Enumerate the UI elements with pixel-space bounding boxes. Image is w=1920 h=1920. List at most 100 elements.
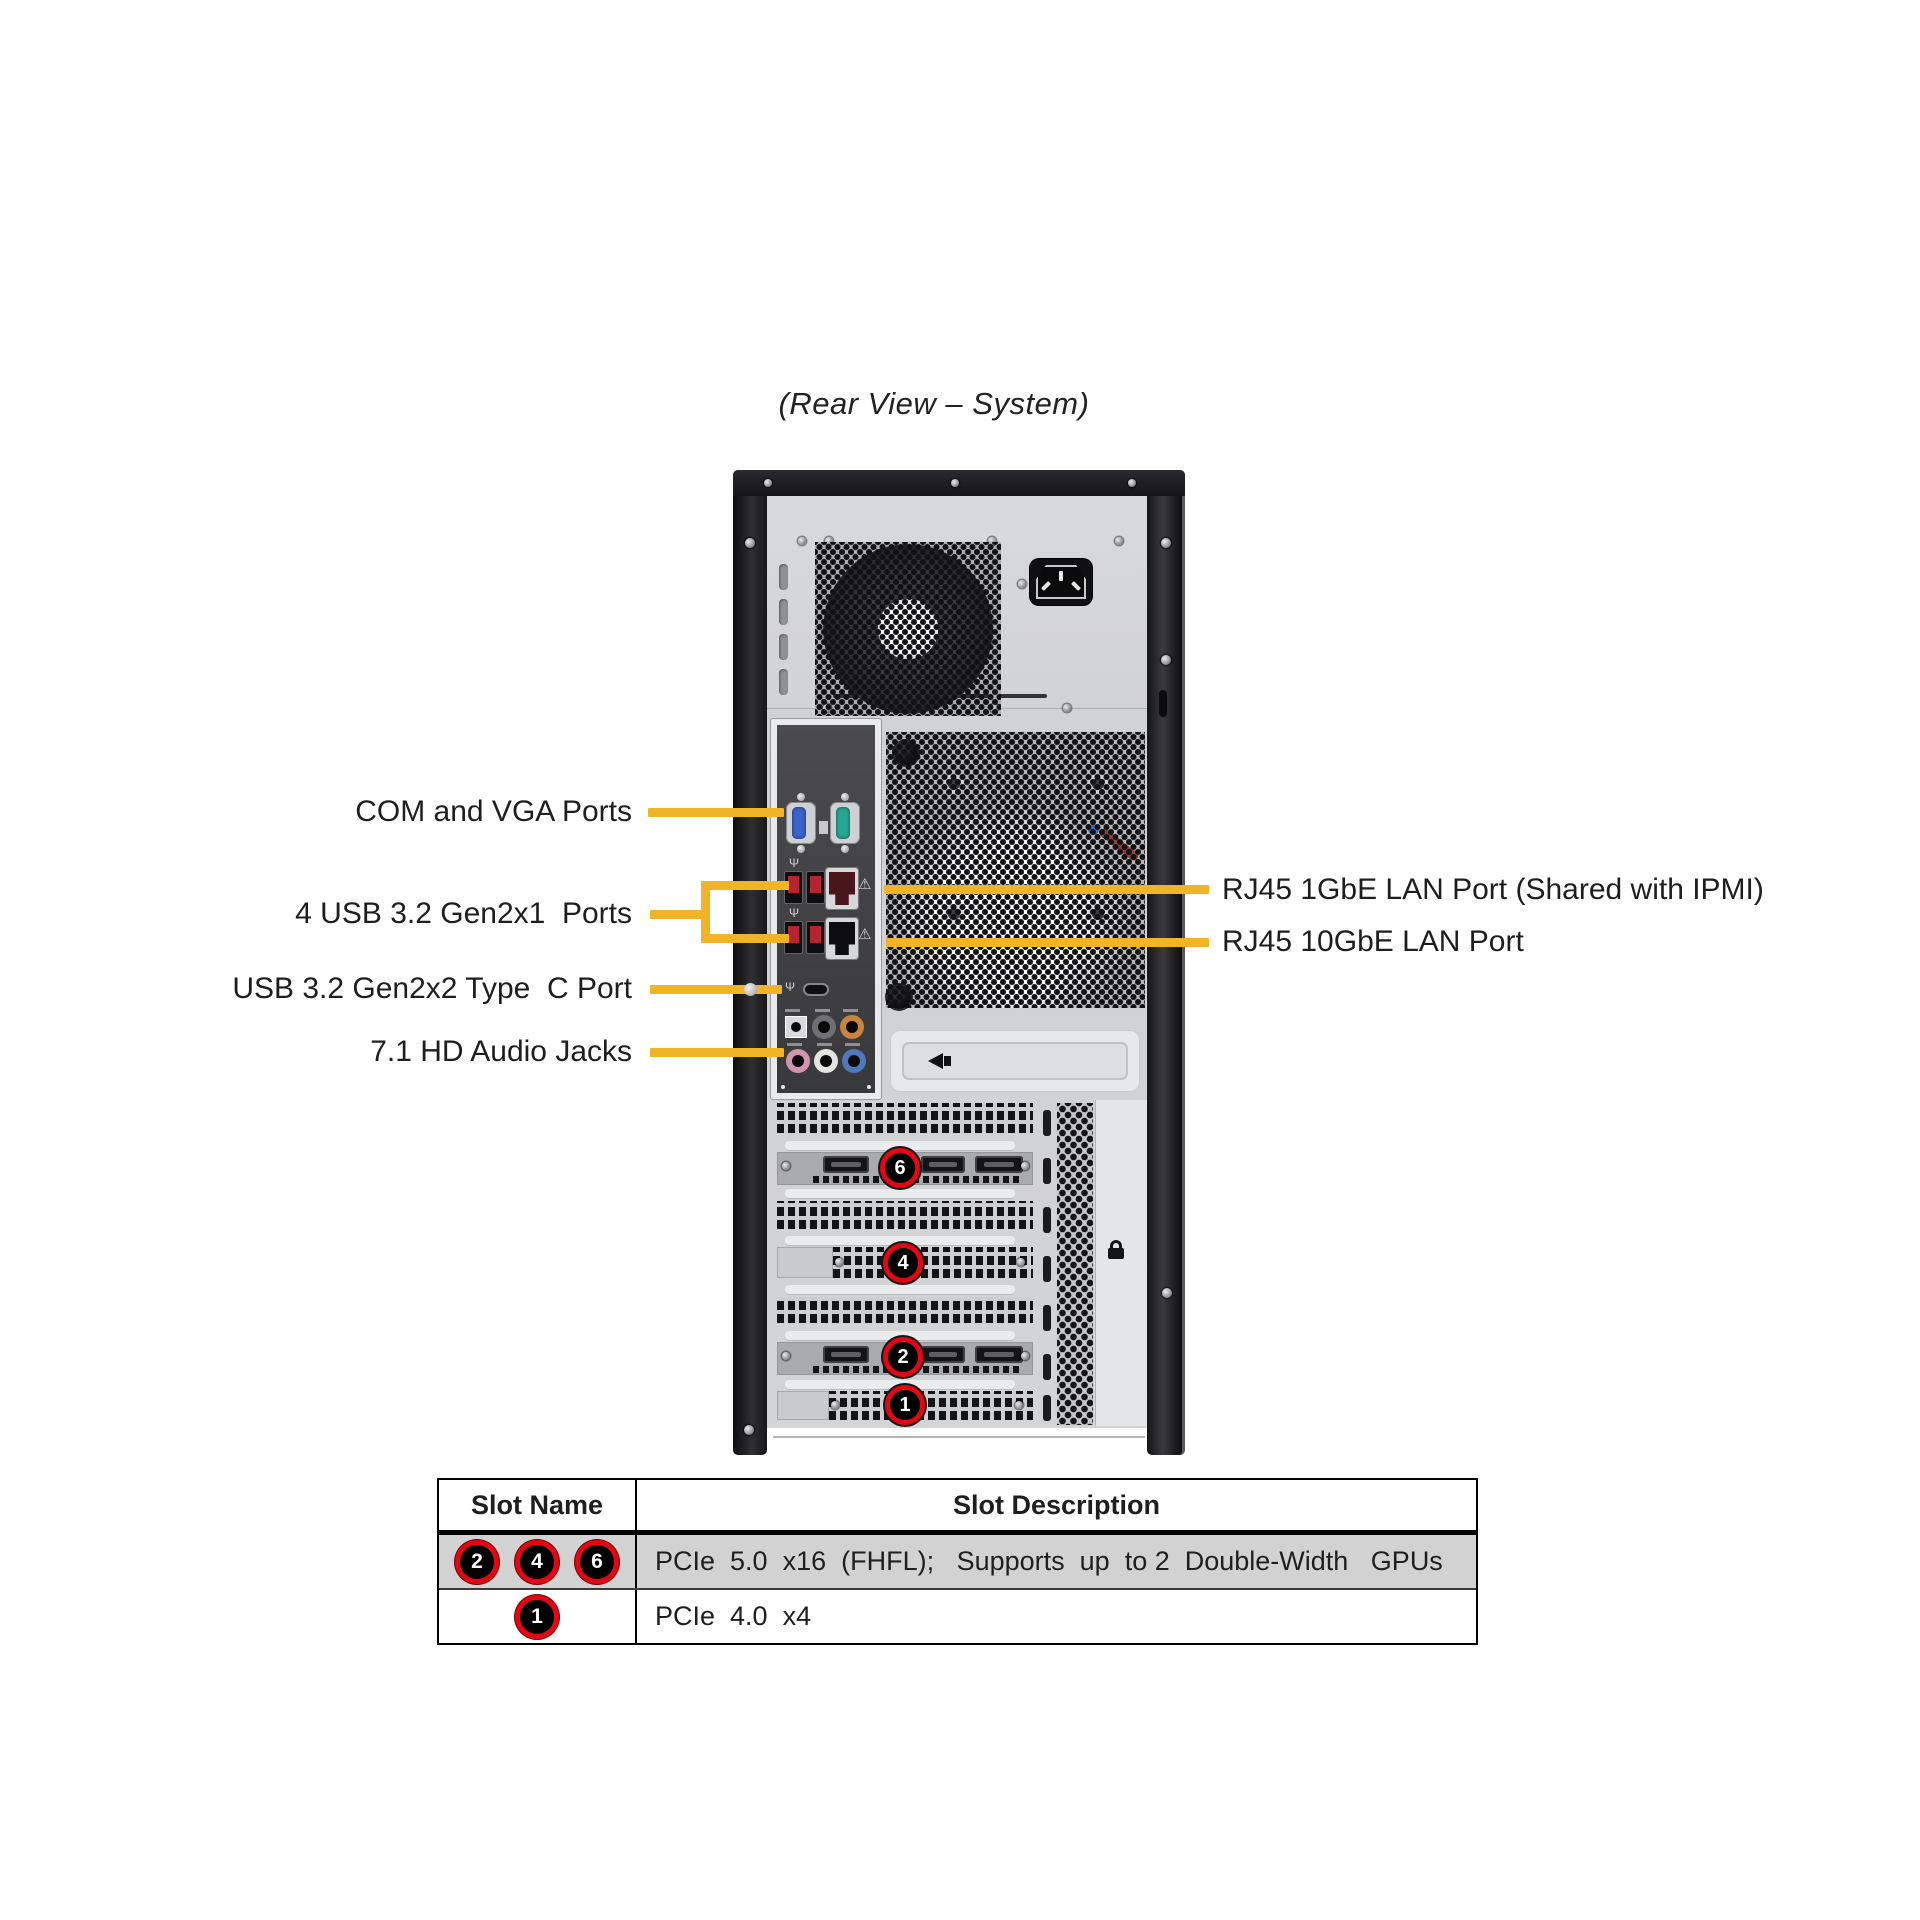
fan-mount [944,774,964,794]
audio-label [787,1043,802,1046]
audio-jack-pink [786,1049,810,1073]
audio-jack-black [812,1015,836,1039]
side-panel [1095,1100,1147,1426]
card-port [823,1346,869,1363]
panel-dot [867,1085,871,1089]
card-bracket [777,1391,829,1420]
card-port [975,1156,1023,1173]
audio-label [815,1009,830,1012]
warning-icon: ⚠ [858,876,872,893]
slot-description-cell: PCIe 5.0 x16 (FHFL); Supports up to 2 Do… [655,1546,1443,1576]
spdif-optical-port [785,1016,807,1038]
lock-icon [1108,1248,1124,1259]
slot-badge-4: 4 [883,1243,923,1283]
slot-separator [785,1331,1015,1340]
power-supply [767,496,1147,716]
lan-port-10gbe [825,917,859,960]
usb-icon: Ψ [785,980,796,994]
side-latch-panel [890,1030,1140,1092]
callout-line-com-vga [648,808,784,817]
vent-cover [777,1297,1033,1323]
slot-name-cell: 2 4 6 [439,1535,637,1588]
label-lan-1gbe: RJ45 1GbE LAN Port (Shared with IPMI) [1222,873,1764,906]
screw [1161,538,1171,548]
audio-label [843,1009,858,1012]
callout-line-usb-stub [650,910,706,919]
screw [744,1425,754,1435]
ac-pin [1059,571,1063,581]
screw [1063,704,1071,712]
table-header-slot-description: Slot Description [952,1489,1161,1520]
psu-vent-dash [999,694,1047,698]
screw [1162,1288,1172,1298]
screw [825,537,833,545]
slot-badge-4: 4 [515,1539,559,1584]
card-bracket [777,1247,833,1278]
guide-slot [1043,1354,1051,1380]
audio-label [845,1043,860,1046]
slot-separator [785,1189,1015,1198]
slot-name-cell: 1 [439,1590,637,1643]
card-port [921,1156,965,1173]
slot-separator [785,1285,1015,1294]
vent-cover [777,1103,1033,1133]
slot-badge-2: 2 [883,1337,923,1377]
card-port [975,1346,1023,1363]
vga-port [784,793,818,853]
guide-slot [1043,1256,1051,1282]
vent-slot [779,669,788,695]
slot-description-cell: PCIe 4.0 x4 [655,1601,812,1631]
guide-slot [1043,1305,1051,1331]
slot-badge-6: 6 [880,1148,920,1188]
screw [764,479,772,487]
callout-line-lan10g [886,938,1209,947]
slot-badge-1: 1 [885,1385,925,1425]
chassis-right-edge [1147,470,1185,1455]
usb-3-2-port [806,871,825,904]
usb-3-2-port [806,921,825,954]
screw [1128,479,1136,487]
table-row: 1 PCIe 4.0 x4 [439,1590,1476,1643]
chassis-fan [886,732,1145,1008]
usb-icon: Ψ [789,906,800,920]
guide-slot [1043,1158,1051,1184]
fan-mount [1088,774,1108,794]
label-lan-10gbe: RJ45 10GbE LAN Port [1222,925,1524,958]
kensington-slot [1159,690,1167,717]
slot-badge-2: 2 [455,1539,499,1584]
bottom-seam [773,1436,1145,1438]
figure-title: (Rear View – System) [778,386,1090,421]
audio-jack-white [814,1049,838,1073]
label-com-vga-ports: COM and VGA Ports [355,795,632,828]
usb-c-port [803,983,829,996]
cable-reflection [1098,826,1140,863]
screw [1018,580,1026,588]
psu-fan-grille [815,542,1001,716]
fan-mount [944,904,964,924]
screw [951,479,959,487]
vent-cover [777,1201,1033,1229]
cable-reflection [1088,824,1099,835]
lock-icon [1110,1240,1122,1250]
slot-badge-6: 6 [575,1539,619,1584]
table-row: 2 4 6 PCIe 5.0 x16 (FHFL); Supports up t… [439,1535,1476,1590]
card-vent [813,1176,1023,1183]
screw [988,537,996,545]
screw [1161,655,1171,665]
screw [744,983,757,996]
table-header-row: Slot Name Slot Description [439,1480,1476,1535]
callout-line-usb-bottom [701,934,789,943]
server-rear-view: Ψ ⚠ Ψ ⚠ Ψ [733,470,1185,1455]
slot-badge-1: 1 [515,1594,559,1639]
vent-slot [779,599,788,625]
callout-line-usb-bracket [701,881,710,943]
audio-jack-blue [842,1049,866,1073]
card-vent [829,1391,1033,1420]
table-header-slot-name: Slot Name [439,1480,637,1530]
warning-icon: ⚠ [858,926,872,943]
c14-socket [1036,565,1086,599]
io-shield: Ψ ⚠ Ψ ⚠ Ψ [770,718,882,1100]
label-usb-gen2x1-ports: 4 USB 3.2 Gen2x1 Ports [295,897,632,930]
screw [745,538,755,548]
card-port [921,1346,965,1363]
